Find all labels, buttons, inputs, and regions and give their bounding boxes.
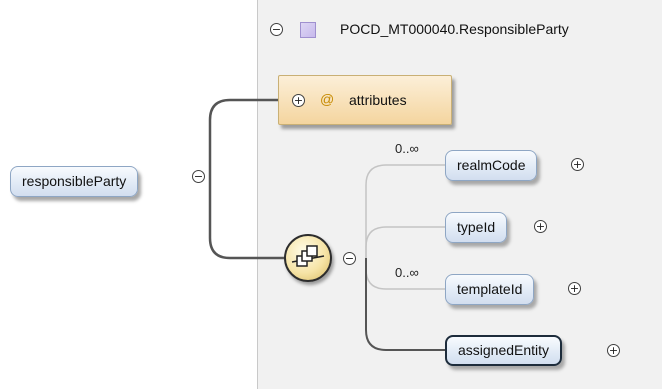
connector-typeid <box>365 226 445 258</box>
collapse-sequence-button[interactable]: − <box>343 252 356 265</box>
element-realmcode[interactable]: realmCode <box>445 150 538 181</box>
expand-assignedentity-button[interactable]: + <box>607 344 620 357</box>
element-responsibleparty[interactable]: responsibleParty <box>10 166 139 197</box>
expand-attributes-button[interactable]: + <box>292 94 305 107</box>
realmcode-cardinality: 0..∞ <box>395 141 419 156</box>
sequence-compositor[interactable] <box>284 234 332 282</box>
templateid-cardinality: 0..∞ <box>395 265 419 280</box>
expand-typeid-button[interactable]: + <box>534 220 547 233</box>
attribute-at-icon: @ <box>320 91 335 107</box>
complex-type-icon <box>300 22 316 38</box>
collapse-responsibleparty-button[interactable]: − <box>192 170 205 183</box>
root-to-sequence-connector <box>208 181 285 260</box>
expand-templateid-button[interactable]: + <box>568 282 581 295</box>
root-to-attributes-connector <box>208 98 280 181</box>
element-templateid[interactable]: templateId <box>445 274 535 305</box>
type-definition-panel: − POCD_MT000040.ResponsibleParty <box>257 0 662 389</box>
type-header: − POCD_MT000040.ResponsibleParty <box>258 0 662 52</box>
type-name: POCD_MT000040.ResponsibleParty <box>340 21 569 37</box>
connector-realmcode <box>365 164 445 258</box>
element-typeid[interactable]: typeId <box>445 212 508 243</box>
connector-assignedentity <box>365 258 445 351</box>
attributes-group[interactable]: + @ attributes <box>278 75 452 125</box>
expand-realmcode-button[interactable]: + <box>571 158 584 171</box>
collapse-type-button[interactable]: − <box>270 23 283 36</box>
element-assignedentity[interactable]: assignedEntity <box>445 335 563 366</box>
sequence-compositor-icon <box>291 245 325 267</box>
attributes-label: attributes <box>349 92 407 108</box>
